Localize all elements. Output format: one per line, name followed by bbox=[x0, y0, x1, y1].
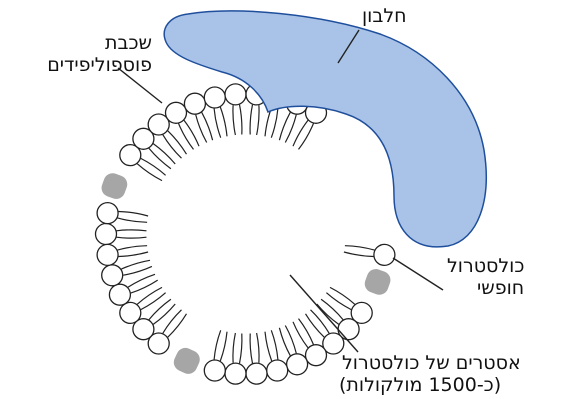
phospholipid-tail bbox=[271, 109, 278, 138]
phospholipid-tail bbox=[330, 287, 355, 304]
label-cholesterol-esters-line1: אסטרים של כולסטרול bbox=[342, 353, 521, 374]
phospholipid-tail bbox=[293, 120, 308, 146]
phospholipid-tail bbox=[344, 252, 374, 257]
phospholipid-tail bbox=[137, 164, 162, 181]
phospholipid-tail bbox=[257, 333, 259, 363]
phospholipid-tail bbox=[220, 107, 227, 136]
phospholipid-tail bbox=[163, 135, 182, 159]
phospholipid-tail bbox=[265, 332, 272, 361]
free-cholesterol-molecule bbox=[362, 267, 393, 298]
phospholipid-tail bbox=[118, 212, 148, 217]
phospholipid-tail bbox=[118, 218, 148, 222]
phospholipid-head bbox=[97, 203, 118, 224]
phospholipid-tail bbox=[299, 123, 314, 149]
phospholipid-tail bbox=[121, 260, 150, 269]
phospholipid-tail bbox=[184, 120, 199, 146]
protein-shape bbox=[164, 11, 486, 247]
phospholipid-head bbox=[120, 302, 141, 323]
phospholipid-tail bbox=[233, 105, 235, 135]
phospholipid-head bbox=[204, 87, 225, 108]
phospholipid-tail bbox=[271, 330, 278, 359]
phospholipid-tail bbox=[220, 332, 227, 361]
free-cholesterol-molecule bbox=[171, 345, 203, 377]
label-free-cholesterol-line2: חופשי bbox=[477, 278, 524, 299]
label-phospholipid-layer-line2: פוספוליפידים bbox=[47, 55, 152, 76]
phospholipid-tail bbox=[250, 334, 252, 364]
phospholipid-tail bbox=[118, 252, 148, 257]
phospholipid-tail bbox=[311, 310, 330, 334]
phospholipid-tail bbox=[137, 287, 162, 304]
phospholipid-tail bbox=[128, 274, 155, 287]
phospholipid-head bbox=[109, 284, 130, 305]
phospholipid-tail bbox=[233, 333, 235, 363]
label-cholesterol-esters-line2: (כ-1500 מולקולות) bbox=[339, 375, 501, 396]
label-phospholipid-layer-line1: שכבת bbox=[105, 33, 152, 54]
phospholipid-head bbox=[267, 360, 288, 381]
phospholipid-tail bbox=[168, 314, 187, 337]
label-protein: חלבון bbox=[362, 6, 407, 27]
phospholipid-tail bbox=[131, 280, 158, 293]
phospholipid-head bbox=[225, 84, 246, 105]
phospholipid-tail bbox=[214, 330, 221, 359]
phospholipid-tail bbox=[345, 246, 375, 250]
phospholipid-tail bbox=[153, 304, 175, 324]
phospholipid-tail bbox=[240, 105, 242, 135]
phospholipid-tail bbox=[123, 266, 152, 275]
phospholipid-tail bbox=[153, 144, 175, 164]
free-cholesterol-molecule bbox=[99, 171, 130, 202]
phospholipid-tail bbox=[163, 310, 182, 334]
phospholipid-head bbox=[102, 265, 123, 286]
phospholipid-head bbox=[97, 244, 118, 265]
phospholipid-tail bbox=[317, 304, 339, 324]
phospholipid-tails bbox=[117, 105, 375, 364]
phospholipid-head bbox=[184, 93, 205, 114]
phospholipid-head bbox=[166, 102, 187, 123]
phospholipid-tail bbox=[240, 334, 242, 364]
phospholipid-tail bbox=[117, 230, 147, 231]
phospholipid-head bbox=[374, 244, 395, 265]
phospholipid-head bbox=[306, 345, 327, 366]
phospholipid-tail bbox=[293, 322, 308, 348]
phospholipid-tail bbox=[214, 109, 221, 138]
free-cholesterol-molecules bbox=[99, 171, 393, 377]
phospholipid-head bbox=[225, 363, 246, 384]
leader-cholesterol bbox=[393, 258, 443, 290]
phospholipid-head bbox=[287, 354, 308, 375]
phospholipid-head bbox=[204, 360, 225, 381]
phospholipid-tail bbox=[117, 237, 147, 238]
phospholipid-head bbox=[246, 363, 267, 384]
label-free-cholesterol-line1: כולסטרול bbox=[447, 256, 524, 277]
phospholipid-heads bbox=[96, 84, 395, 384]
phospholipid-head bbox=[96, 224, 117, 245]
phospholipid-tail bbox=[257, 105, 259, 135]
phospholipid-tail bbox=[250, 105, 252, 135]
phospholipid-tail bbox=[118, 246, 148, 250]
